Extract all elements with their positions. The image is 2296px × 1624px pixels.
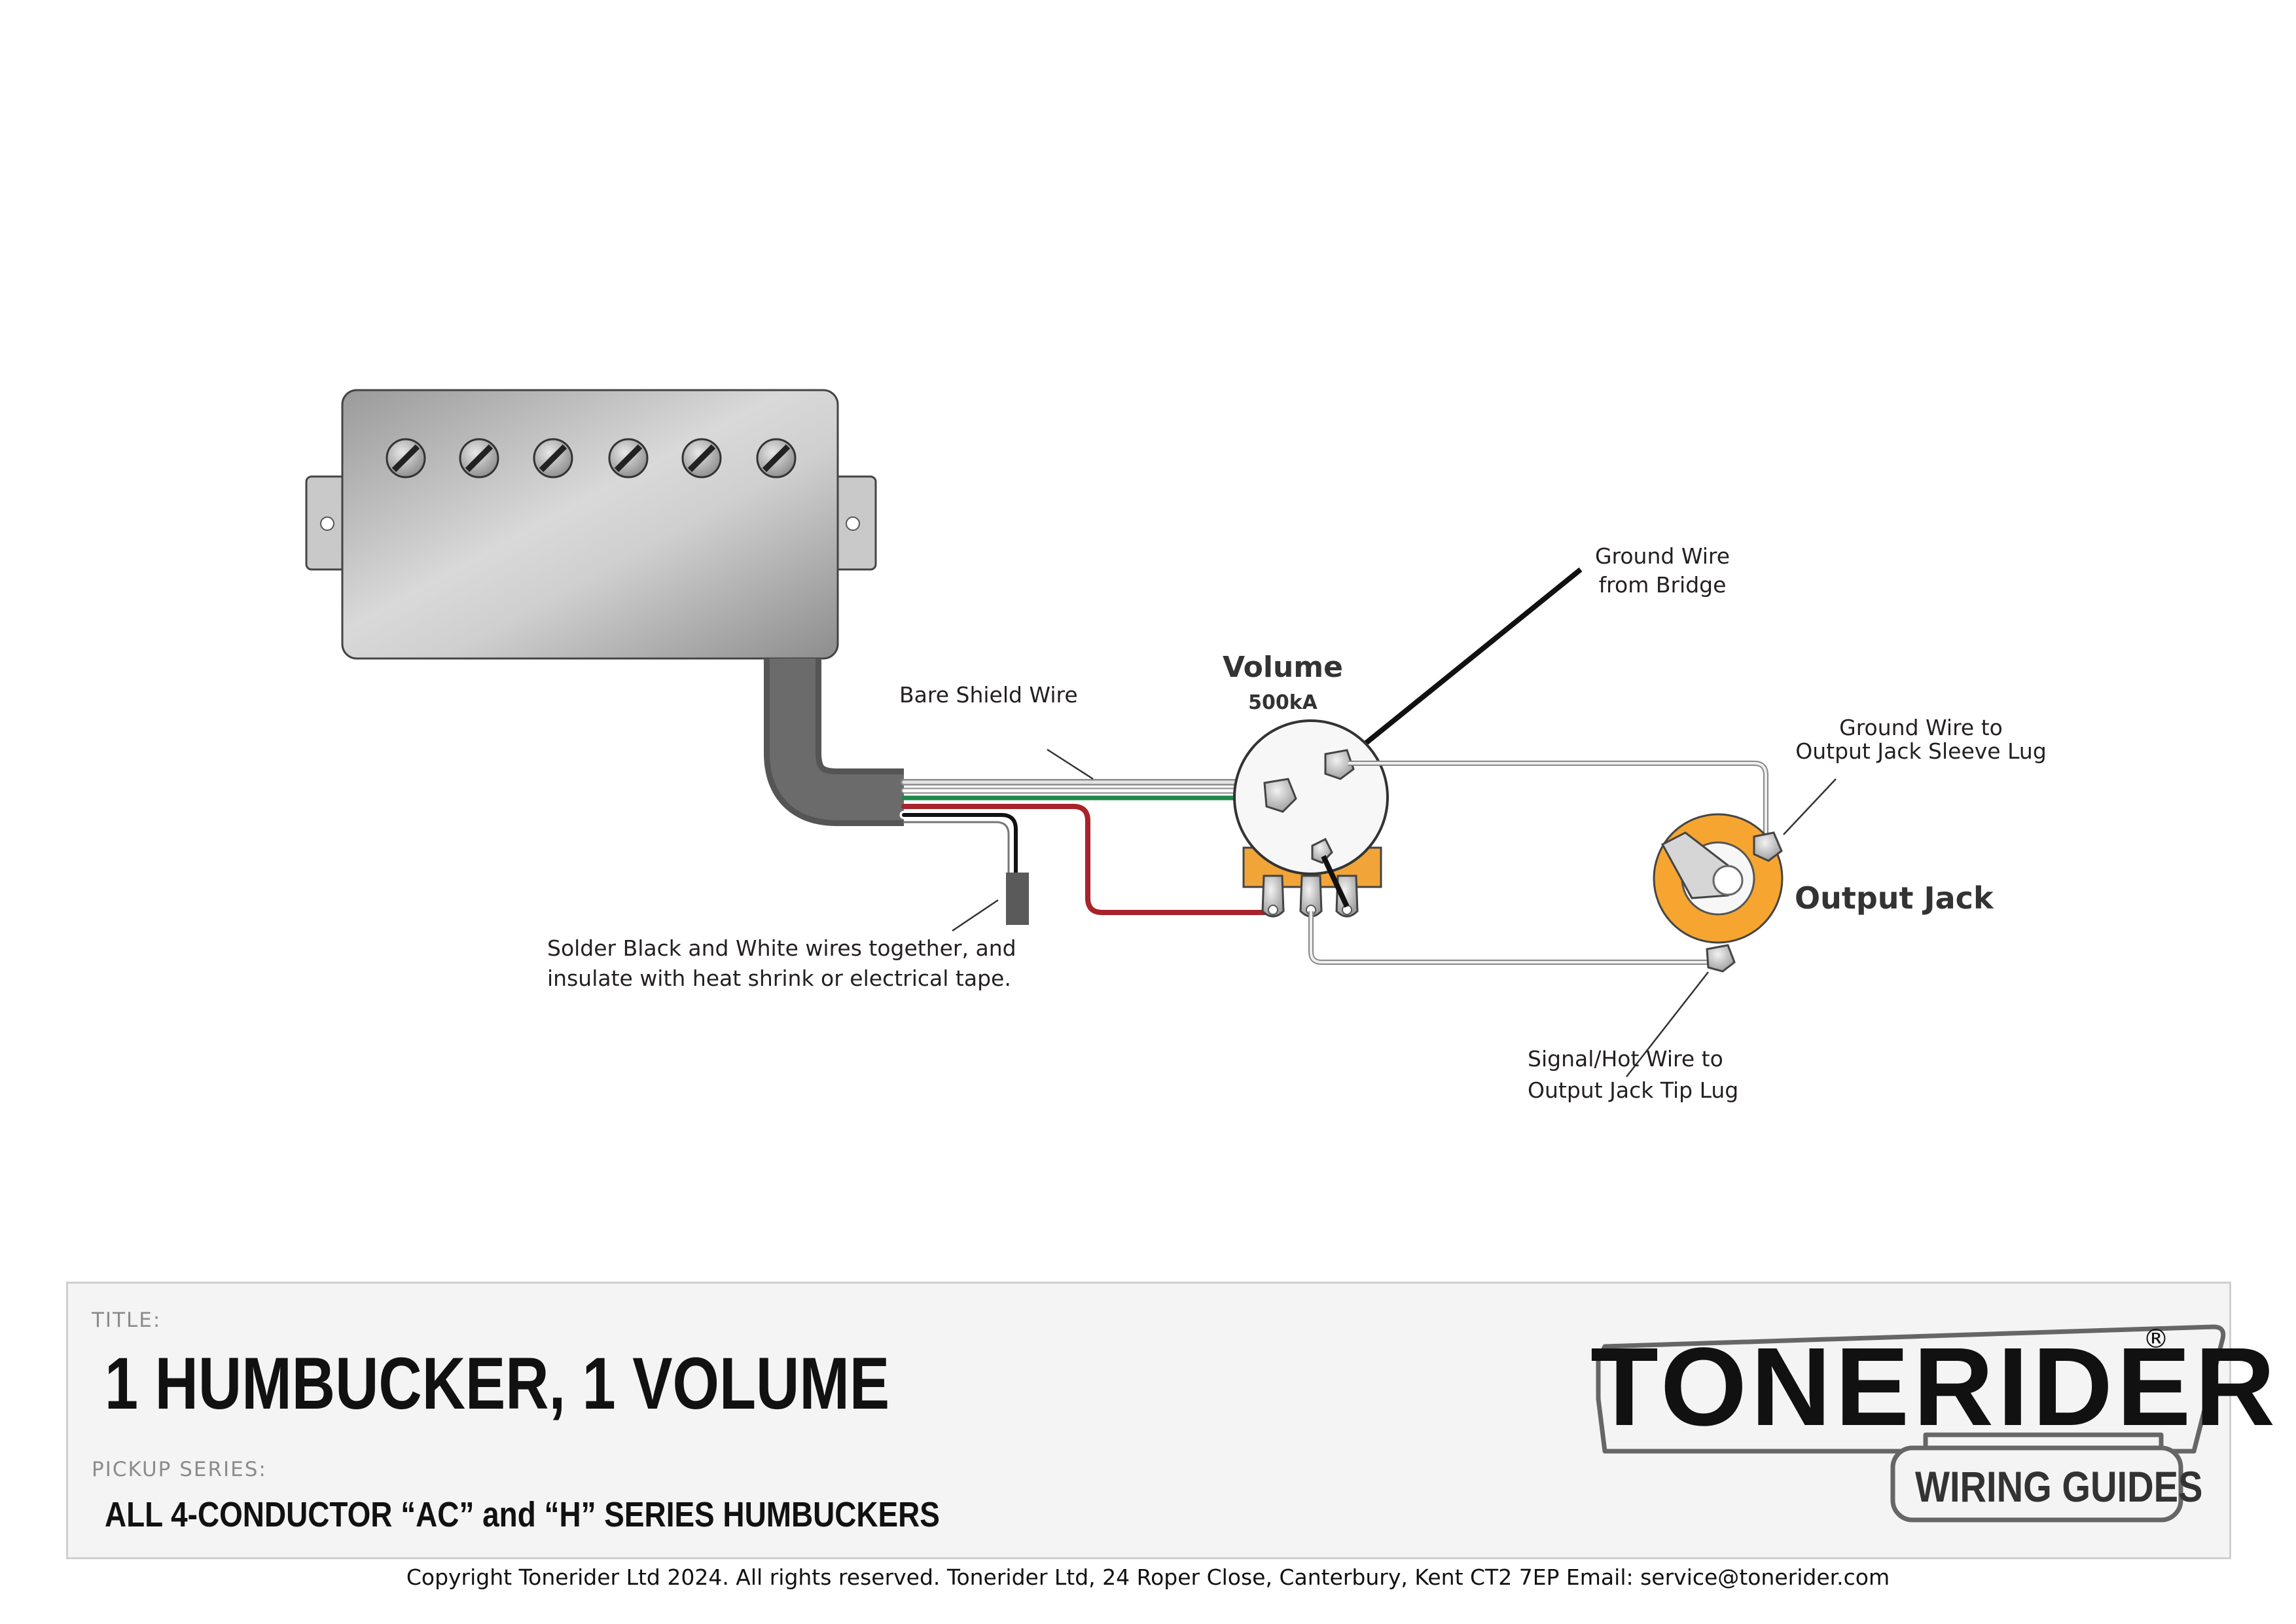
pot-ground-lug	[1263, 778, 1297, 813]
pot-lug3-bent	[1311, 837, 1333, 864]
pot-terminal-lug-1	[1261, 875, 1285, 918]
label-signal-hot: Signal/Hot Wire to Output Jack Tip Lug	[1528, 1043, 1738, 1106]
pole-screw-slot	[687, 444, 716, 473]
black-white-pair	[899, 810, 1020, 885]
heat-shrink-joint	[1006, 873, 1029, 925]
label-bare-shield-wire: Bare Shield Wire	[899, 682, 1078, 708]
leader-lines	[952, 748, 1837, 1077]
label-ground-from-bridge-line1: Ground Wire	[1594, 543, 1731, 569]
label-ground-from-bridge-line2: from Bridge	[1598, 572, 1727, 598]
wires	[899, 779, 1282, 915]
pole-screws	[386, 438, 797, 478]
jack-tip-lug	[1706, 944, 1736, 973]
signal-wire-to-jack	[1308, 911, 1715, 965]
title-caption: TITLE:	[92, 1308, 162, 1332]
label-ground-to-jack-line2: Output Jack Sleeve Lug	[1795, 738, 2047, 764]
label-ground-to-jack: Ground Wire to Output Jack Sleeve Lug	[1767, 716, 2075, 763]
pot-terminal-hole	[1268, 905, 1278, 915]
label-signal-hot-line1: Signal/Hot Wire to	[1528, 1046, 1723, 1072]
volume-pot	[1233, 719, 1389, 918]
title-block: TITLE: 1 HUMBUCKER, 1 VOLUME PICKUP SERI…	[66, 1282, 2275, 1559]
mounting-hole-right	[846, 516, 860, 531]
pickup-cover	[341, 389, 839, 660]
label-ground-to-jack-line1: Ground Wire to	[1839, 715, 2003, 740]
pickup-series: ALL 4-CONDUCTOR “AC” and “H” SERIES HUMB…	[105, 1495, 940, 1534]
series-caption: PICKUP SERIES:	[92, 1458, 267, 1481]
pole-screw-slot	[465, 444, 493, 473]
pot-terminal-lug-3	[1335, 875, 1359, 918]
red-wire	[901, 804, 1274, 915]
humbucker-pickup	[305, 389, 877, 660]
label-output-jack: Output Jack	[1795, 880, 1994, 916]
tonerider-logo-frame	[1596, 1324, 2226, 1523]
pole-screw-slot	[391, 444, 420, 473]
label-volume: Volume	[1223, 651, 1343, 684]
pot-terminal-hole	[1342, 905, 1352, 915]
jack-sleeve-lug	[1753, 831, 1783, 862]
lug3-jumper	[1321, 855, 1350, 908]
label-solder-note-line1: Solder Black and White wires together, a…	[547, 935, 1016, 961]
label-signal-hot-line2: Output Jack Tip Lug	[1528, 1077, 1739, 1103]
label-solder-note-line2: insulate with heat shrink or electrical …	[547, 965, 1011, 991]
pot-ground-lug-right	[1324, 749, 1355, 780]
mounting-hole-left	[320, 516, 334, 531]
registered-mark: ®	[2143, 1324, 2169, 1354]
pole-screw-slot	[539, 444, 567, 473]
brand-logo: TONERIDER	[1590, 1325, 2280, 1449]
label-volume-value: 500kA	[1248, 691, 1318, 714]
pole-screw-slot	[614, 444, 643, 473]
label-solder-note: Solder Black and White wires together, a…	[547, 933, 1016, 994]
copyright-footer: Copyright Tonerider Ltd 2024. All rights…	[406, 1564, 1890, 1590]
logo-subtitle: WIRING GUIDES	[1915, 1462, 2203, 1511]
output-jack	[1653, 813, 1784, 973]
pot-body	[1233, 719, 1389, 875]
wiring-diagram	[305, 389, 1837, 1077]
bridge-ground-wire	[1340, 567, 1583, 765]
page-title: 1 HUMBUCKER, 1 VOLUME	[105, 1343, 890, 1424]
pole-screw-slot	[762, 444, 791, 473]
label-ground-from-bridge: Ground Wire from Bridge	[1571, 542, 1754, 600]
